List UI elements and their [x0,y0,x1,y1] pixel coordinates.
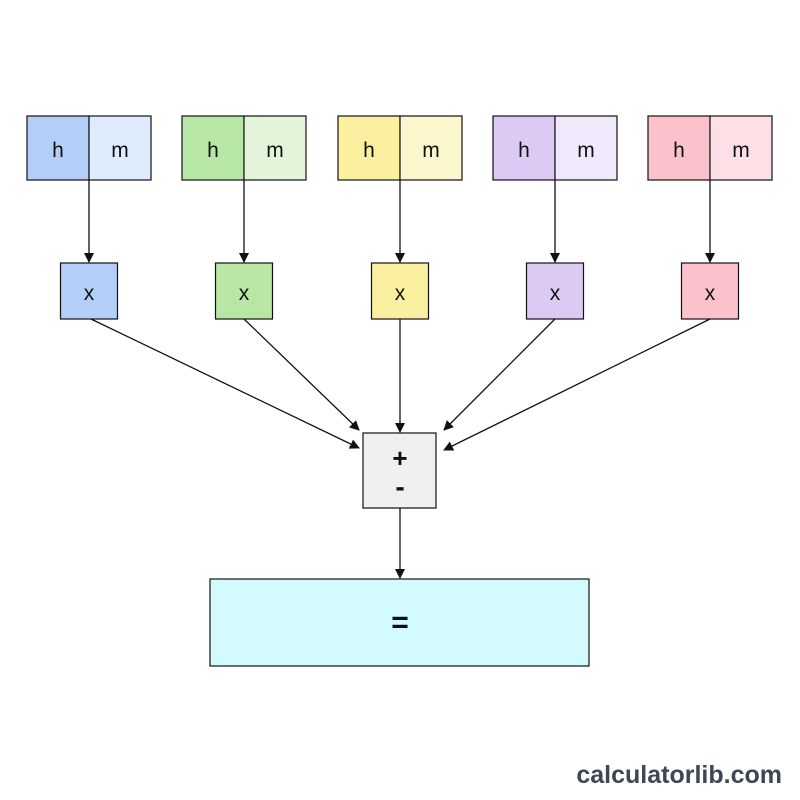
m-box-3 [399,115,463,181]
multiply-box-1 [59,262,119,320]
arrow-to-operator-5 [443,318,711,451]
minus-symbol: - [395,471,404,502]
multiply-label-1: x [84,282,95,305]
h-box-5 [647,115,711,181]
result-box [209,578,590,667]
h-label-5: h [673,139,685,162]
multiply-box-3 [370,262,430,320]
multiply-box-2 [214,262,274,320]
h-box-1 [26,115,90,181]
multiply-label-4: x [550,282,561,305]
arrow-to-operator-2 [243,318,360,431]
m-box-4 [554,115,618,181]
m-label-1: m [111,139,129,162]
watermark-logo: calculatorlib.com [576,761,782,789]
plus-symbol: + [392,443,407,473]
multiply-label-5: x [705,282,716,305]
multiply-box-5 [680,262,740,320]
arrow-to-operator-1 [90,318,360,449]
operator-box [362,432,437,509]
m-box-5 [709,115,773,181]
m-label-4: m [577,139,595,162]
multiply-label-2: x [239,282,250,305]
h-label-4: h [518,139,530,162]
multiply-label-3: x [395,282,406,305]
m-label-3: m [422,139,440,162]
h-label-1: h [52,139,64,162]
m-box-2 [243,115,307,181]
h-box-2 [181,115,245,181]
m-label-2: m [266,139,284,162]
m-label-5: m [732,139,750,162]
equals-symbol: = [391,606,409,639]
arrow-to-operator-4 [443,318,556,431]
multiply-box-4 [525,262,585,320]
h-label-3: h [363,139,375,162]
h-label-2: h [207,139,219,162]
m-box-1 [88,115,152,181]
